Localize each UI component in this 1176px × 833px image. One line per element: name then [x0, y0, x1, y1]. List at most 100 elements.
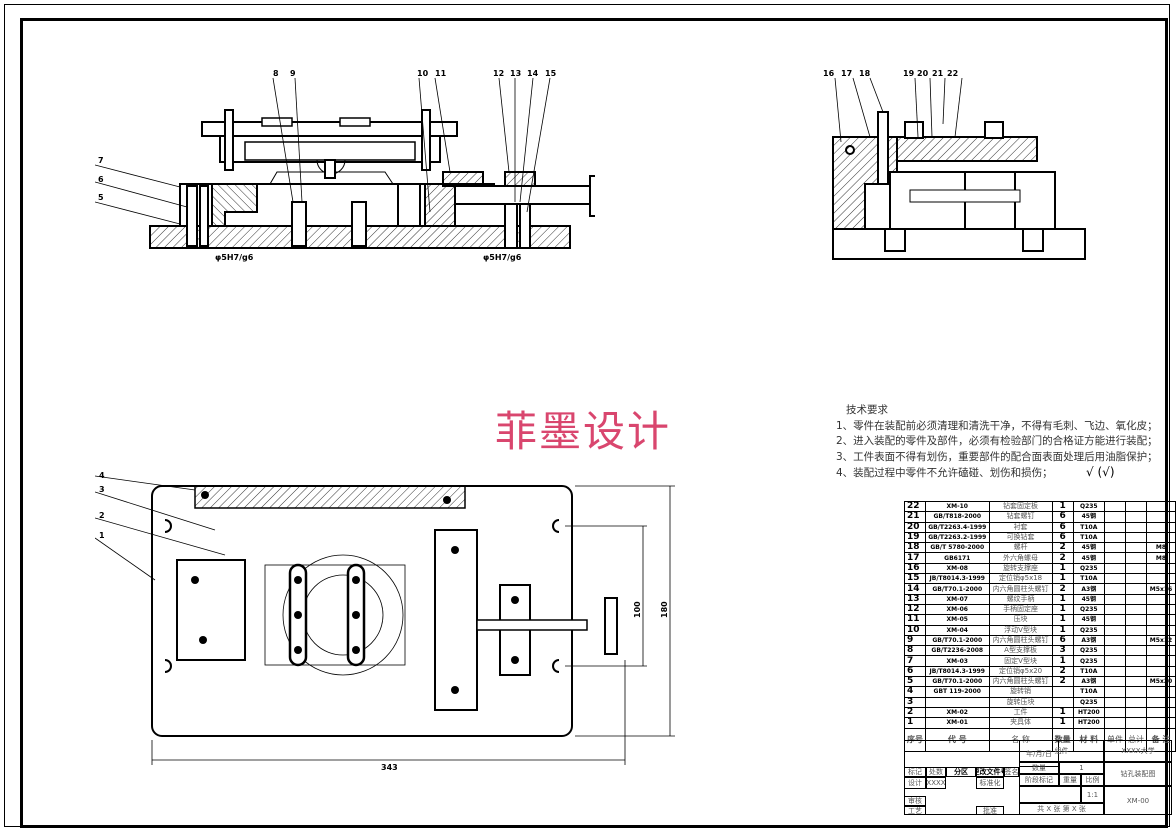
bom-cell-w2 — [1124, 624, 1147, 636]
bom-cell-code: GB/T818-2000 — [925, 511, 990, 523]
bom-cell-code: GB/T70.1-2000 — [925, 634, 990, 647]
bom-cell-material: 45钢 — [1072, 511, 1105, 523]
bom-cell-qty: 2 — [1051, 542, 1074, 554]
bom-cell-name: 螺杆 — [988, 542, 1053, 554]
balloon-1: 1 — [99, 531, 105, 540]
balloon-8: 8 — [273, 69, 279, 78]
bom-cell-w2 — [1124, 696, 1147, 708]
bom-header-name: 名 称 — [988, 727, 1053, 752]
scale-label: 比例 — [1081, 774, 1104, 786]
bom-cell-name: 可换钻套 — [988, 531, 1053, 544]
bom-cell-qty: 1 — [1051, 562, 1074, 575]
bom-cell-qty: 1 — [1051, 706, 1074, 719]
bom-header: 序号代 号名 称数量材 料单件总计备 注 — [904, 727, 1176, 752]
balloon-11: 11 — [435, 69, 447, 78]
bom-cell-note: M5x20 — [1145, 676, 1176, 688]
balloon-7: 7 — [98, 156, 104, 165]
bom-cell-w2 — [1124, 614, 1147, 626]
bom-cell-w1 — [1103, 696, 1126, 708]
bom-cell-note — [1145, 696, 1176, 708]
bom-cell-material: T10A — [1072, 531, 1105, 544]
balloon-9: 9 — [290, 69, 296, 78]
bom-cell-no: 11 — [904, 614, 926, 626]
bom-cell-w1 — [1103, 634, 1126, 647]
process-label: 工艺 — [904, 806, 926, 815]
bom-cell-w1 — [1103, 593, 1126, 605]
bom-cell-material: 45钢 — [1072, 552, 1105, 564]
bom-cell-w2 — [1124, 521, 1147, 533]
balloon-12: 12 — [493, 69, 504, 78]
bom-cell-w2 — [1124, 511, 1147, 523]
zone-label: 分区 — [946, 767, 976, 777]
front-section-view: 8 9 10 11 12 13 14 15 7 6 5 φ5H7/g6 φ5H7… — [95, 69, 595, 262]
standardize-label: 标准化 — [976, 777, 1004, 789]
bom-cell-no: 5 — [904, 676, 926, 688]
bom-cell-no: 20 — [904, 521, 926, 533]
bom-cell-no: 22 — [904, 500, 926, 513]
bom-cell-note — [1145, 500, 1176, 513]
bom-cell-code: XM-02 — [925, 706, 990, 719]
bom-cell-no: 4 — [904, 686, 926, 698]
balloon-21: 21 — [932, 69, 944, 78]
balloon-22: 22 — [947, 69, 958, 78]
bom-cell-note: M8 — [1145, 542, 1176, 554]
drawing-number: XM-00 — [1104, 786, 1172, 815]
bom-cell-material: HT200 — [1072, 717, 1105, 729]
bom-cell-code: JB/T8014.3-1999 — [925, 573, 990, 585]
tech-req-item: 2、进入装配的零件及部件，必须有检验部门的合格证方能进行装配； — [836, 435, 1158, 447]
pressure-block — [424, 183, 456, 227]
bom-cell-material: Q235 — [1072, 562, 1105, 575]
bom-cell-note — [1145, 562, 1176, 575]
bom-cell-material: A3钢 — [1072, 583, 1105, 595]
bom-cell-material: T10A — [1072, 573, 1105, 585]
bom-cell-material: Q235 — [1072, 624, 1105, 636]
bom-cell-no: 13 — [904, 593, 926, 605]
mark-label: 标记 — [904, 767, 926, 777]
balloon-10: 10 — [417, 69, 429, 78]
bom-cell-w1 — [1103, 521, 1126, 533]
bom-cell-w1 — [1103, 531, 1126, 544]
balloon-13: 13 — [510, 69, 521, 78]
balloon-5: 5 — [98, 193, 104, 202]
bom-cell-w1 — [1103, 645, 1126, 657]
bom-cell-w1 — [1103, 717, 1126, 729]
bom-cell-w2 — [1124, 531, 1147, 544]
bom-cell-name: 手柄固定座 — [988, 603, 1053, 616]
bom-cell-w2 — [1124, 655, 1147, 667]
bom-cell-qty: 6 — [1051, 634, 1074, 647]
balloon-16: 16 — [823, 69, 835, 78]
bom-cell-no: 3 — [904, 696, 926, 708]
bom-header-code: 代 号 — [925, 727, 990, 752]
bom-cell-name: 衬套 — [988, 521, 1053, 533]
bom-cell-code: GBT 119-2000 — [925, 686, 990, 698]
bom-cell-note — [1145, 593, 1176, 605]
stage-label: 阶段标记 — [1019, 774, 1059, 786]
bom-cell-qty: 1 — [1051, 603, 1074, 616]
bom-cell-w1 — [1103, 676, 1126, 688]
balloon-18: 18 — [859, 69, 871, 78]
bom-cell-w1 — [1103, 542, 1126, 554]
bom-cell-w1 — [1103, 655, 1126, 667]
bom-cell-code: XM-04 — [925, 624, 990, 636]
weight-label: 重量 — [1059, 774, 1081, 786]
bom-cell-material: Q235 — [1072, 603, 1105, 616]
bom-cell-w2 — [1124, 686, 1147, 698]
bom-cell-w1 — [1103, 500, 1126, 513]
bom-cell-code: JB/T8014.3-1999 — [925, 665, 990, 678]
sheet-info: 共 X 张 第 X 张 — [1019, 803, 1104, 815]
bom-cell-no: 18 — [904, 542, 926, 554]
bom-cell-code: XM-01 — [925, 717, 990, 729]
bom-cell-note — [1145, 521, 1176, 533]
bom-cell-w2 — [1124, 634, 1147, 647]
bom-cell-name: 工件 — [988, 706, 1053, 719]
handle-knob — [589, 175, 595, 217]
bom-cell-qty: 1 — [1051, 655, 1074, 667]
